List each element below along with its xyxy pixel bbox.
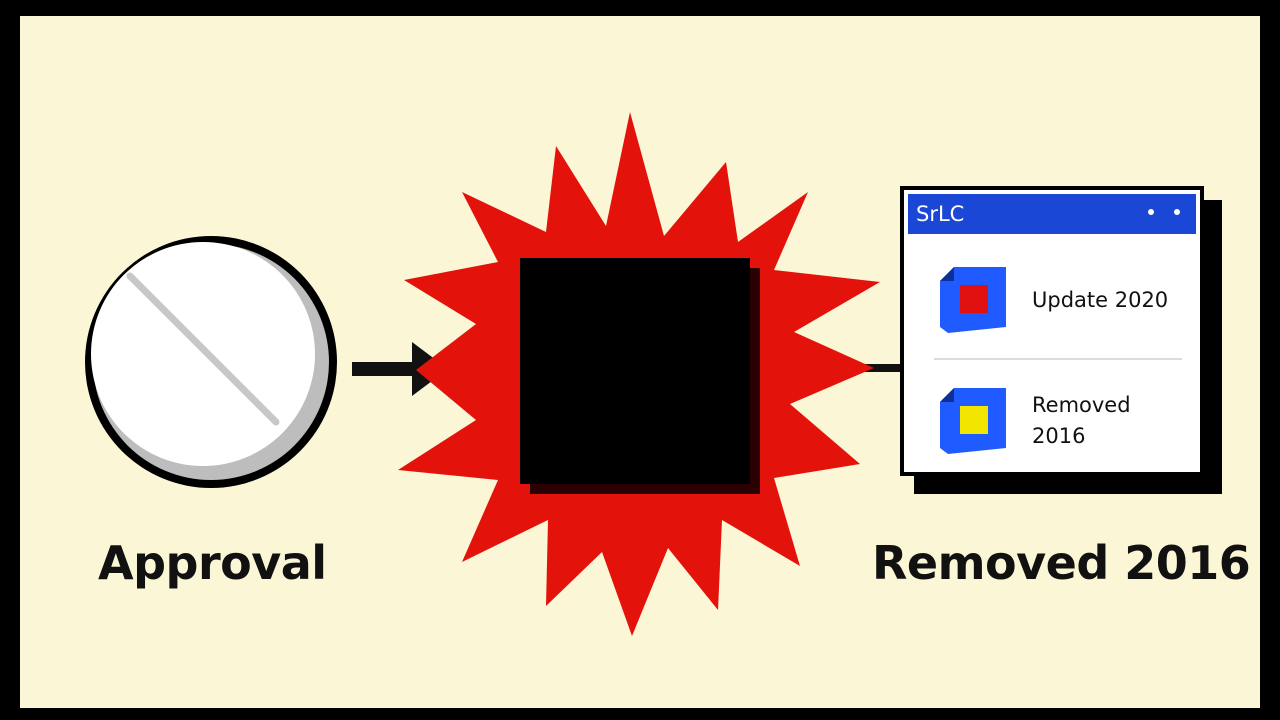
removed-label: Removed 2016 xyxy=(872,536,1251,590)
list-item[interactable]: Update 2020 xyxy=(904,264,1200,336)
window-controls[interactable] xyxy=(1148,209,1180,215)
list-item-label: Removed 2016 xyxy=(1032,393,1131,448)
pill-icon xyxy=(85,236,337,488)
connector-line xyxy=(846,364,906,372)
window-titlebar[interactable]: SrLC xyxy=(908,194,1196,234)
window-control-dot[interactable] xyxy=(1148,209,1154,215)
window-control-dot[interactable] xyxy=(1174,209,1180,215)
window-title: SrLC xyxy=(916,202,965,226)
list-divider xyxy=(934,358,1182,360)
black-square xyxy=(520,258,750,484)
approval-label: Approval xyxy=(98,536,327,590)
list-item[interactable]: Removed 2016 xyxy=(904,380,1200,462)
document-icon xyxy=(940,388,1006,454)
app-window[interactable]: SrLC Update 2020 Removed 2016 xyxy=(900,186,1204,476)
document-icon xyxy=(940,267,1006,333)
list-item-label: Update 2020 xyxy=(1032,287,1169,312)
